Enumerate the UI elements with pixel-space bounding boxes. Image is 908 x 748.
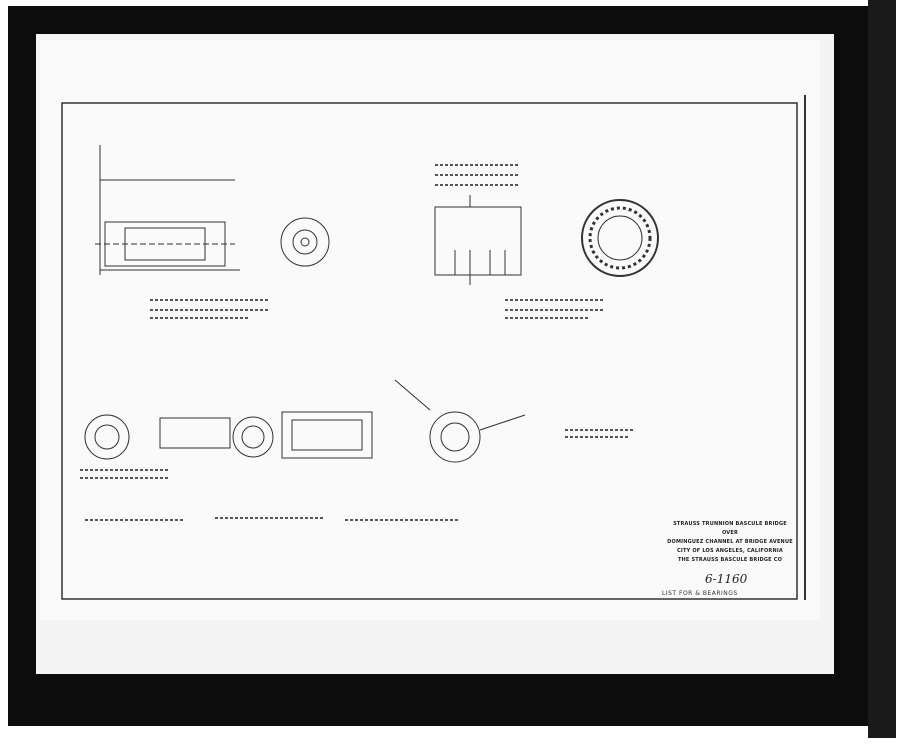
flange-end-view bbox=[581, 199, 659, 277]
title-line-2: OVER bbox=[721, 530, 739, 536]
drawing-footer: LIST FOR & BEARINGS bbox=[662, 590, 738, 597]
title-line-1: STRAUSS TRUNNION BASCULE BRIDGE bbox=[673, 521, 787, 527]
title-line-5: THE STRAUSS BASCULE BRIDGE CO bbox=[677, 557, 783, 563]
notes bbox=[80, 164, 635, 521]
drawing-number: 6-1160 bbox=[705, 572, 748, 586]
bottom-views bbox=[84, 379, 526, 463]
hub-end-view-1 bbox=[280, 217, 330, 267]
title-block: STRAUSS TRUNNION BASCULE BRIDGE OVER DOM… bbox=[655, 520, 805, 565]
title-line-4: CITY OF LOS ANGELES, CALIFORNIA bbox=[677, 548, 783, 554]
title-line-3: DOMINGUEZ CHANNEL AT BRIDGE AVENUE bbox=[667, 539, 793, 545]
drum-elevation bbox=[434, 195, 522, 285]
drawing-sheet bbox=[40, 40, 820, 620]
drawing-border bbox=[61, 102, 798, 600]
shaft-elevation-1 bbox=[95, 145, 240, 275]
frame-shadow bbox=[868, 0, 896, 738]
